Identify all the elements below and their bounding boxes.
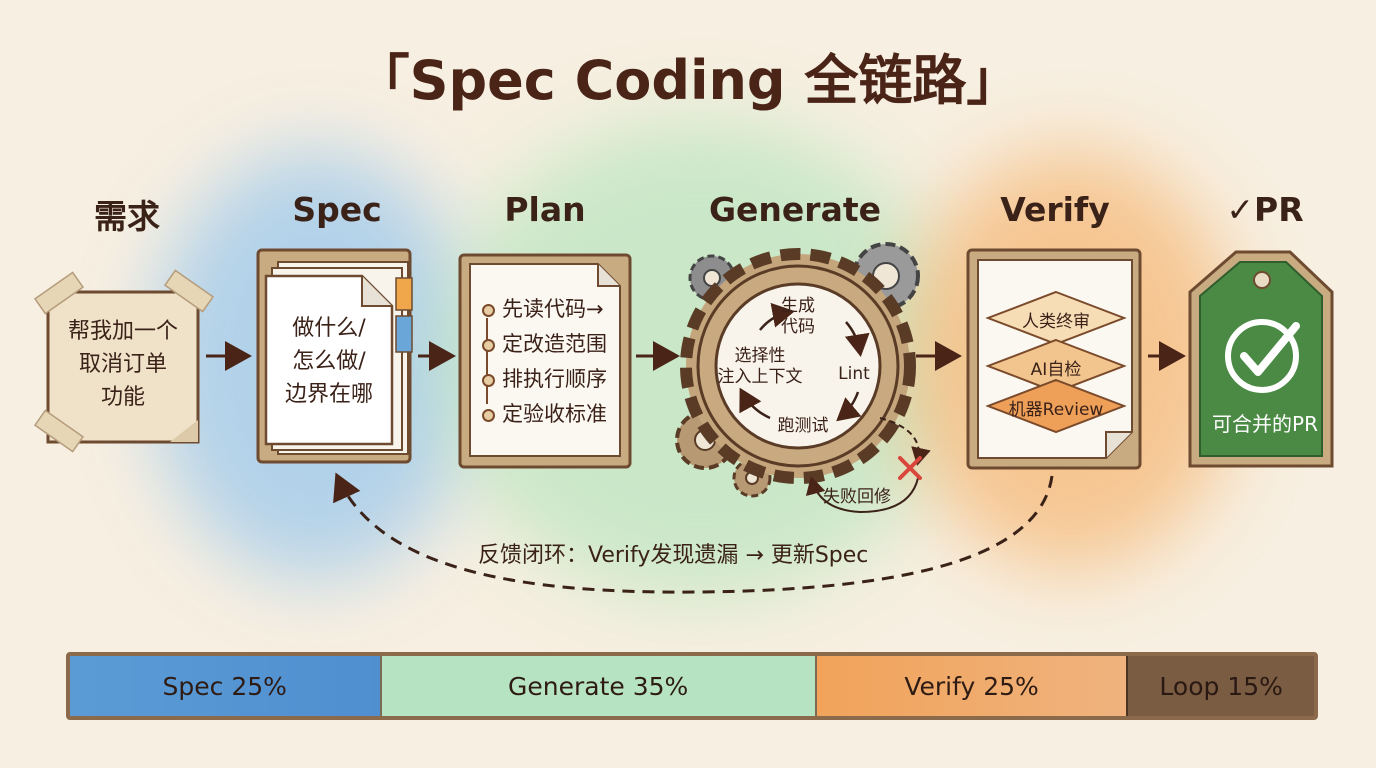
stage-title-demand: 需求 (94, 197, 160, 236)
plan-step-2: 定改造范围 (480, 327, 607, 362)
effort-distribution-bar: Spec 25% Generate 35% Verify 25% Loop 15… (66, 652, 1318, 720)
feedback-loop-label: 反馈闭环：Verify发现遗漏 → 更新Spec (478, 543, 869, 568)
generate-step-test: 跑测试 (777, 416, 829, 436)
generate-step-code: 生成 代码 (781, 296, 815, 337)
verify-document (966, 248, 1142, 470)
bar-segment-verify: Verify 25% (814, 656, 1127, 716)
bar-segment-loop: Loop 15% (1126, 656, 1314, 716)
verify-layer-ai: AI自检 (1030, 360, 1082, 380)
verify-layer-human: 人类终审 (1022, 312, 1090, 332)
fail-retry-loop (805, 417, 931, 514)
bar-segment-spec: Spec 25% (70, 656, 380, 716)
stage-title-plan: Plan (504, 190, 586, 229)
verify-layer-machine: 机器Review (1008, 400, 1104, 420)
stage-title-generate: Generate (708, 190, 882, 229)
bar-segment-generate: Generate 35% (379, 656, 815, 716)
plan-steps-list: 先读代码→ 定改造范围 排执行顺序 定验收标准 (480, 292, 607, 432)
plan-step-3: 排执行顺序 (480, 362, 607, 397)
page-title: 「Spec Coding 全链路」 (355, 49, 1021, 112)
generate-step-context: 选择性 注入上下文 (717, 346, 803, 387)
demand-note-text: 帮我加一个 取消订单 功能 (67, 319, 178, 410)
stage-title-pr: ✓PR (1226, 190, 1304, 229)
pr-label: 可合并的PR (1212, 412, 1318, 436)
spec-document-stack (256, 248, 413, 464)
generate-step-lint: Lint (838, 364, 870, 384)
plan-step-4: 定验收标准 (480, 397, 607, 432)
fail-x-icon (898, 456, 922, 480)
generate-gear-assembly (675, 242, 920, 498)
plan-document (458, 253, 632, 469)
stage-title-spec: Spec (292, 190, 382, 229)
spec-doc-text: 做什么/ 怎么做/ 边界在哪 (284, 316, 373, 407)
pr-tag (1188, 250, 1334, 468)
plan-step-1: 先读代码→ (480, 292, 607, 327)
check-circle-icon (1225, 319, 1299, 393)
demand-note-card (33, 269, 215, 453)
fail-retry-label: 失败回修 (823, 487, 891, 507)
feedback-loop-arrow (333, 472, 1054, 594)
stage-title-verify: Verify (1000, 190, 1110, 229)
